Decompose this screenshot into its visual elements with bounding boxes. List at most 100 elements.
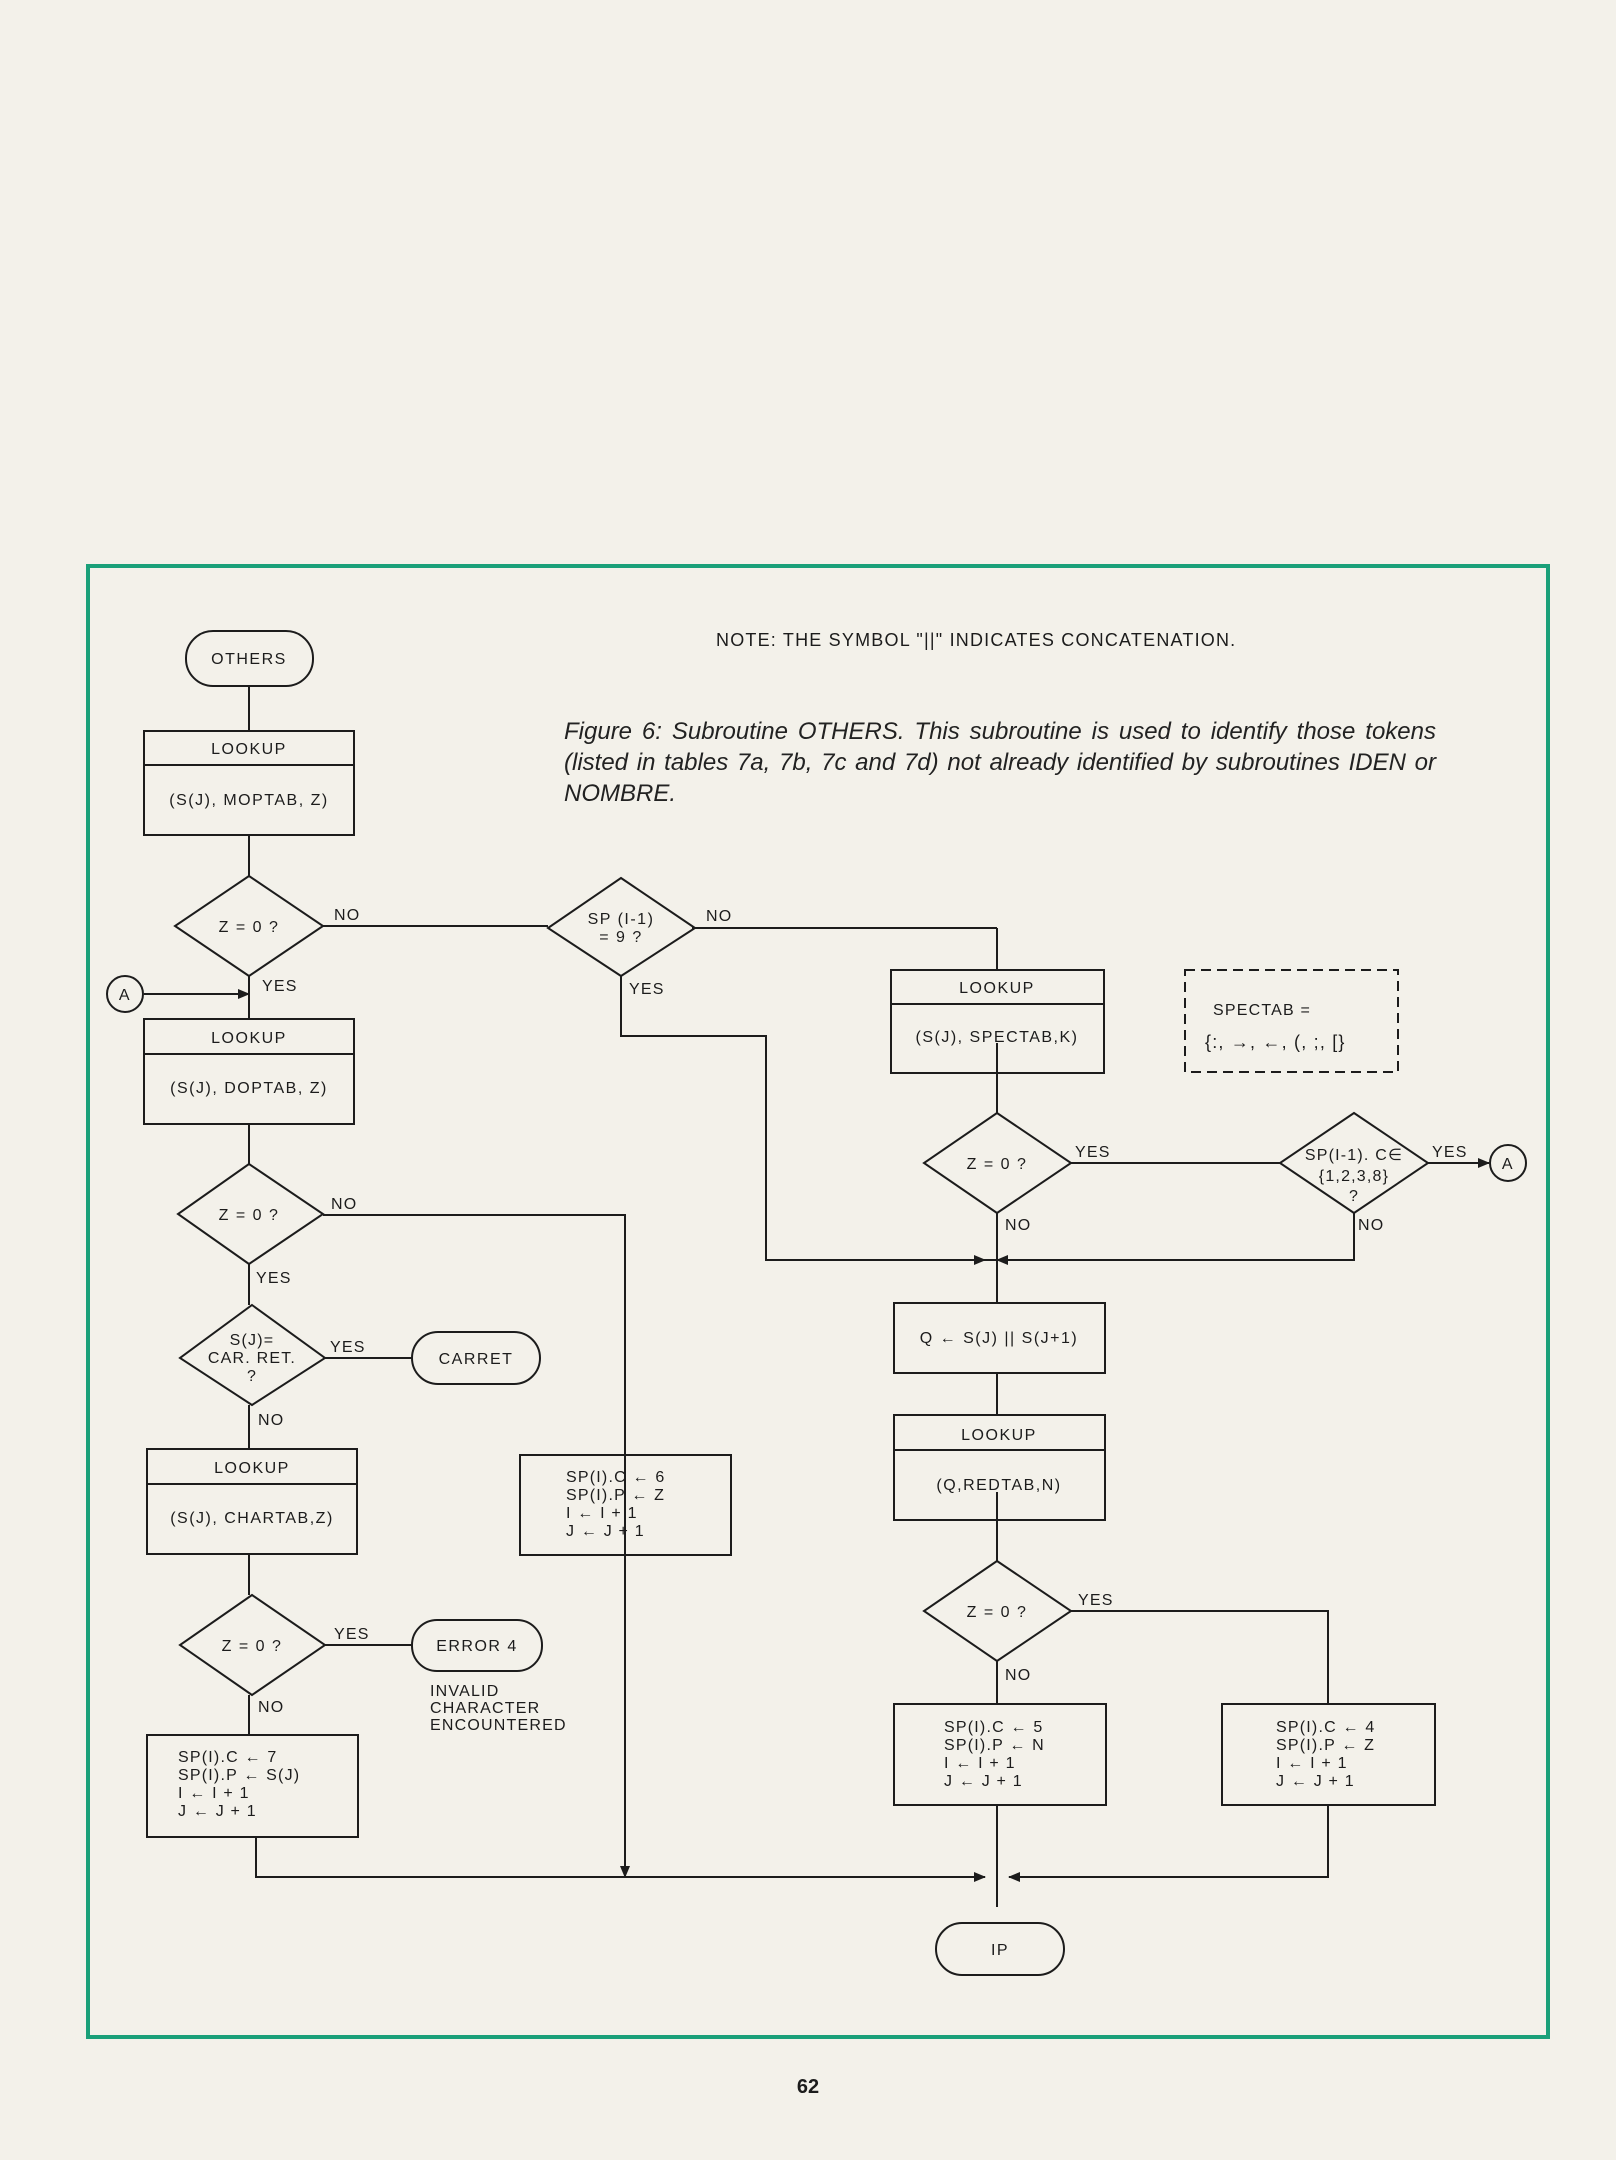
svg-text:A: A	[119, 987, 131, 1004]
svg-text:SP(I-1). C∈: SP(I-1). C∈	[1305, 1147, 1403, 1164]
svg-text:SP(I).C ← 4: SP(I).C ← 4	[1276, 1719, 1375, 1736]
svg-text:NO: NO	[1358, 1217, 1384, 1234]
svg-text:A: A	[1502, 1156, 1514, 1173]
flow-lines	[144, 686, 1490, 1907]
decision-z0-redtab: Z = 0 ?	[922, 1559, 1073, 1663]
svg-text:OTHERS: OTHERS	[211, 651, 287, 668]
lookup-moptab: LOOKUP (S(J), MOPTAB, Z)	[143, 730, 355, 836]
svg-text:Z = 0 ?: Z = 0 ?	[967, 1156, 1028, 1173]
svg-text:NO: NO	[706, 908, 732, 925]
svg-text:?: ?	[247, 1368, 257, 1385]
svg-text:SP(I).P ← Z: SP(I).P ← Z	[566, 1487, 665, 1504]
figure-caption: Figure 6: Subroutine OTHERS. This subrou…	[564, 718, 1436, 807]
svg-text:SP(I).P ← S(J): SP(I).P ← S(J)	[178, 1767, 300, 1784]
decision-z0-3: Z = 0 ?	[178, 1593, 327, 1697]
svg-text:I ← I + 1: I ← I + 1	[1276, 1755, 1348, 1772]
svg-text:(S(J), MOPTAB, Z): (S(J), MOPTAB, Z)	[169, 792, 328, 809]
decision-carret: S(J)= CAR. RET. ?	[178, 1303, 327, 1407]
svg-text:YES: YES	[334, 1626, 370, 1643]
svg-text:J ← J + 1: J ← J + 1	[1276, 1773, 1355, 1790]
svg-text:Q ← S(J) || S(J+1): Q ← S(J) || S(J+1)	[920, 1330, 1078, 1347]
svg-text:YES: YES	[256, 1270, 292, 1287]
svg-text:?: ?	[1349, 1188, 1359, 1205]
svg-text:(Q,REDTAB,N): (Q,REDTAB,N)	[936, 1477, 1061, 1494]
svg-text:{1,2,3,8}: {1,2,3,8}	[1319, 1168, 1389, 1185]
lookup-chartab: LOOKUP (S(J), CHARTAB,Z)	[146, 1448, 358, 1555]
svg-text:NO: NO	[331, 1196, 357, 1213]
svg-text:= 9 ?: = 9 ?	[599, 929, 643, 946]
svg-text:Z = 0 ?: Z = 0 ?	[222, 1638, 283, 1655]
svg-text:YES: YES	[1078, 1592, 1114, 1609]
branch-labels: NO YES NO YES NO YES YES NO YES NO YES N…	[256, 907, 1468, 1716]
concat-box: Q ← S(J) || S(J+1)	[893, 1302, 1106, 1374]
decision-sp-in-set: SP(I-1). C∈ {1,2,3,8} ?	[1278, 1111, 1430, 1215]
svg-text:YES: YES	[262, 978, 298, 995]
svg-text:SP (I-1): SP (I-1)	[588, 911, 655, 928]
svg-text:CARRET: CARRET	[439, 1351, 514, 1368]
svg-text:LOOKUP: LOOKUP	[959, 980, 1035, 997]
decision-z0-spectab: Z = 0 ?	[922, 1111, 1073, 1215]
terminal-others: OTHERS	[185, 630, 314, 687]
process-5: SP(I).C ← 5 SP(I).P ← N I ← I + 1 J ← J …	[893, 1703, 1107, 1806]
svg-text:(S(J), DOPTAB, Z): (S(J), DOPTAB, Z)	[170, 1080, 328, 1097]
svg-text:LOOKUP: LOOKUP	[211, 741, 287, 758]
svg-text:LOOKUP: LOOKUP	[214, 1460, 290, 1477]
concatenation-note: NOTE: THE SYMBOL "||" INDICATES CONCATEN…	[716, 630, 1237, 650]
decision-z0-1: Z = 0 ?	[173, 874, 325, 978]
svg-text:Z = 0 ?: Z = 0 ?	[967, 1604, 1028, 1621]
svg-text:IP: IP	[991, 1942, 1009, 1959]
svg-text:ERROR 4: ERROR 4	[436, 1638, 518, 1655]
svg-text:I ← I + 1: I ← I + 1	[944, 1755, 1016, 1772]
terminal-error4: ERROR 4	[411, 1619, 543, 1672]
svg-text:ENCOUNTERED: ENCOUNTERED	[430, 1717, 567, 1734]
svg-text:SP(I).P ← N: SP(I).P ← N	[944, 1737, 1045, 1754]
svg-text:SP(I).C ← 5: SP(I).C ← 5	[944, 1719, 1043, 1736]
svg-text:SP(I).C ← 6: SP(I).C ← 6	[566, 1469, 665, 1486]
svg-text:LOOKUP: LOOKUP	[961, 1427, 1037, 1444]
svg-text:NO: NO	[258, 1699, 284, 1716]
spectab-note: SPECTAB = {:, →, ←, (, ;, [}	[1184, 969, 1399, 1073]
svg-text:Z = 0 ?: Z = 0 ?	[219, 919, 280, 936]
process-4: SP(I).C ← 4 SP(I).P ← Z I ← I + 1 J ← J …	[1221, 1703, 1436, 1806]
decision-sp9: SP (I-1) = 9 ?	[546, 876, 697, 978]
connector-a-right: A	[1489, 1144, 1527, 1182]
svg-text:LOOKUP: LOOKUP	[211, 1030, 287, 1047]
lookup-redtab: LOOKUP (Q,REDTAB,N)	[893, 1414, 1106, 1521]
svg-text:SP(I).P ← Z: SP(I).P ← Z	[1276, 1737, 1375, 1754]
svg-text:INVALID: INVALID	[430, 1683, 499, 1700]
lookup-doptab: LOOKUP (S(J), DOPTAB, Z)	[143, 1018, 355, 1125]
svg-text:NO: NO	[1005, 1667, 1031, 1684]
decision-z0-2: Z = 0 ?	[176, 1162, 325, 1266]
svg-text:NO: NO	[1005, 1217, 1031, 1234]
terminal-ip: IP	[935, 1922, 1065, 1976]
svg-text:J ← J + 1: J ← J + 1	[566, 1523, 645, 1540]
process-7: SP(I).C ← 7 SP(I).P ← S(J) I ← I + 1 J ←…	[146, 1734, 359, 1838]
svg-text:I ← I + 1: I ← I + 1	[178, 1785, 250, 1802]
svg-text:(S(J), CHARTAB,Z): (S(J), CHARTAB,Z)	[170, 1510, 334, 1527]
svg-text:J ← J + 1: J ← J + 1	[944, 1773, 1023, 1790]
svg-text:YES: YES	[629, 981, 665, 998]
svg-text:CHARACTER: CHARACTER	[430, 1700, 540, 1717]
svg-text:S(J)=: S(J)=	[230, 1332, 275, 1349]
connector-a-left: A	[106, 975, 144, 1013]
svg-text:SPECTAB =: SPECTAB =	[1213, 1002, 1311, 1019]
svg-text:{:, →, ←, (, ;, [}: {:, →, ←, (, ;, [}	[1205, 1032, 1346, 1052]
svg-text:NO: NO	[258, 1412, 284, 1429]
svg-text:SP(I).C ← 7: SP(I).C ← 7	[178, 1749, 277, 1766]
svg-text:YES: YES	[1432, 1144, 1468, 1161]
svg-text:Z = 0 ?: Z = 0 ?	[219, 1207, 280, 1224]
svg-text:I ← I + 1: I ← I + 1	[566, 1505, 638, 1522]
page-number: 62	[796, 2076, 820, 2098]
terminal-carret: CARRET	[411, 1331, 541, 1385]
figure-frame	[86, 564, 1550, 2039]
svg-text:YES: YES	[1075, 1144, 1111, 1161]
process-6: SP(I).C ← 6 SP(I).P ← Z I ← I + 1 J ← J …	[519, 1454, 732, 1556]
lookup-spectab: LOOKUP (S(J), SPECTAB,K)	[890, 969, 1105, 1074]
svg-text:(S(J), SPECTAB,K): (S(J), SPECTAB,K)	[916, 1029, 1079, 1046]
svg-text:CAR. RET.: CAR. RET.	[208, 1350, 296, 1367]
svg-text:NO: NO	[334, 907, 360, 924]
svg-text:J ← J + 1: J ← J + 1	[178, 1803, 257, 1820]
svg-text:YES: YES	[330, 1339, 366, 1356]
error-note: INVALID CHARACTER ENCOUNTERED	[430, 1683, 567, 1734]
